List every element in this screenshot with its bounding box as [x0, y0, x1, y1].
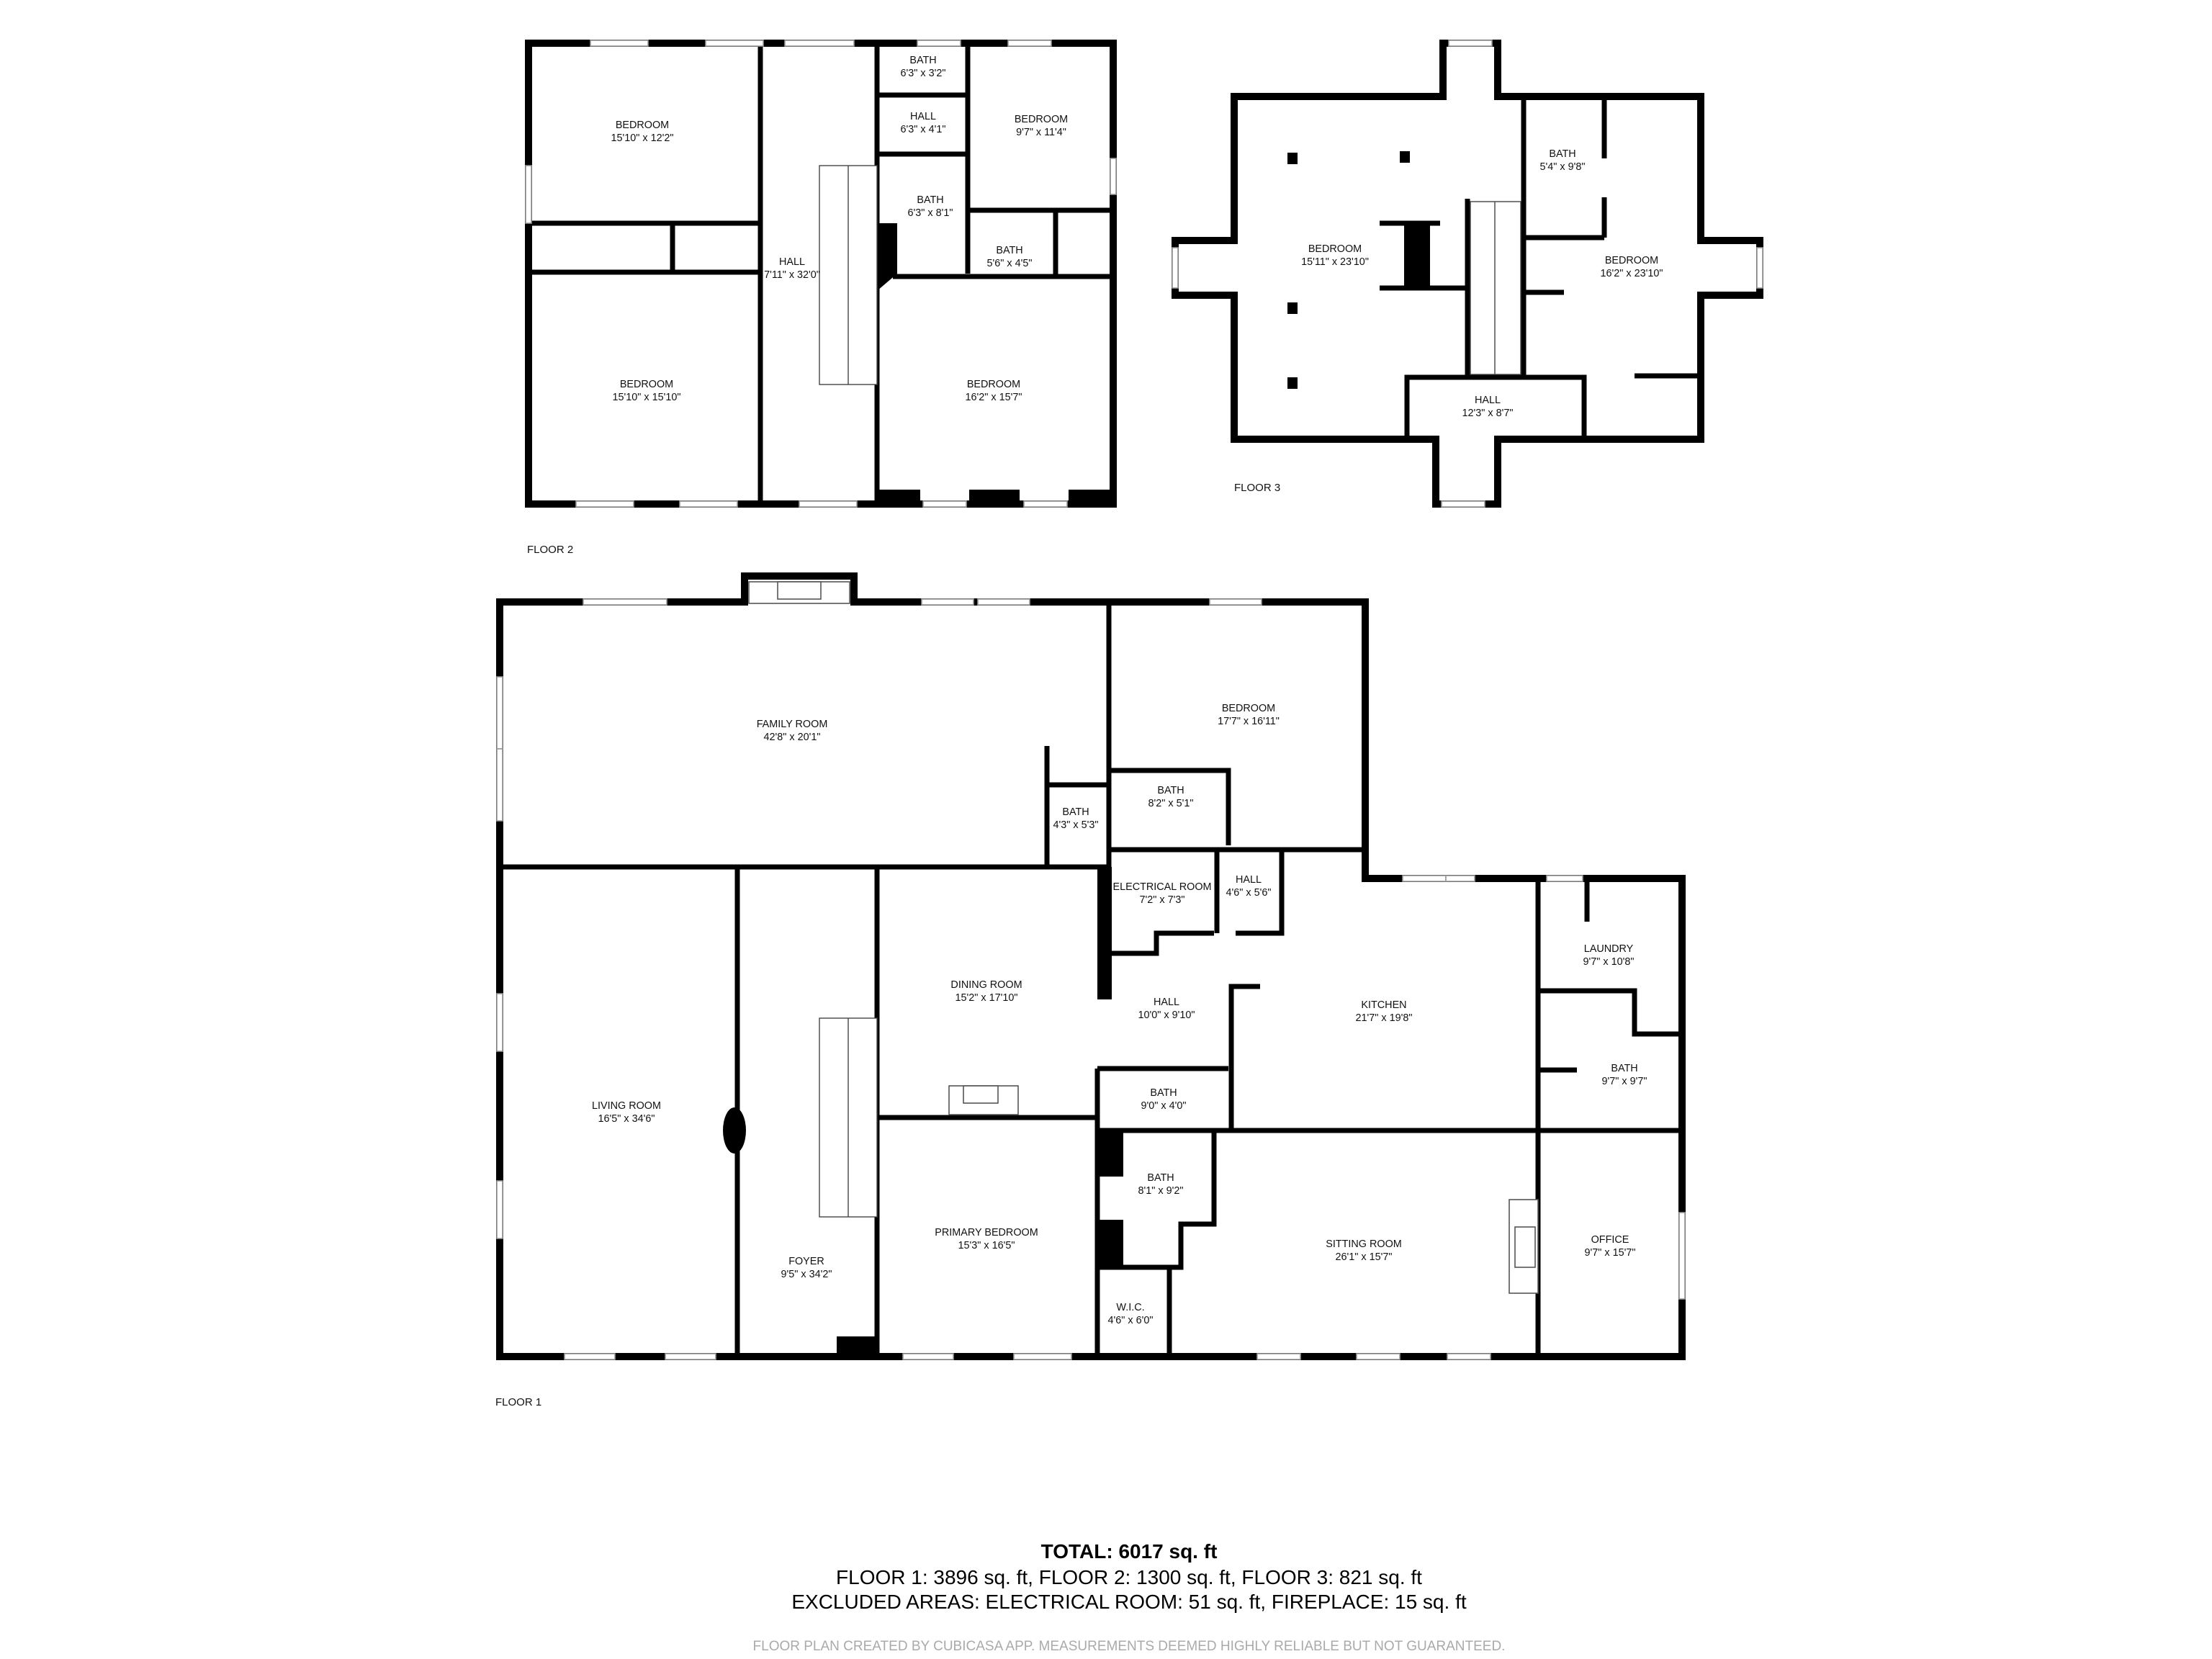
room-dims: 4'6" x 5'6"	[1226, 887, 1272, 899]
room-dims: 15'3" x 16'5"	[958, 1240, 1015, 1251]
room-label: BATH	[1157, 785, 1184, 796]
room-dims: 8'1" x 9'2"	[1138, 1185, 1184, 1197]
floor-areas: FLOOR 1: 3896 sq. ft, FLOOR 2: 1300 sq. …	[836, 1566, 1422, 1588]
floor-3-chimney	[1404, 223, 1430, 288]
floor-1-wall-mass	[1097, 867, 1112, 999]
room-label: KITCHEN	[1361, 999, 1406, 1011]
floor-2-stairs	[819, 165, 878, 385]
room-label: BATH	[1147, 1172, 1174, 1184]
room-label: BEDROOM	[967, 379, 1020, 390]
room-label: BATH	[1611, 1063, 1637, 1074]
room-dims: 16'2" x 15'7"	[966, 392, 1022, 403]
room-dims: 9'7" x 9'7"	[1602, 1076, 1647, 1087]
room-label: BATH	[1062, 806, 1089, 818]
excluded-areas: EXCLUDED AREAS: ELECTRICAL ROOM: 51 sq. …	[791, 1591, 1466, 1613]
room-label: FAMILY ROOM	[757, 719, 828, 730]
floor-1-interior-walls	[500, 602, 1682, 1357]
room-label: BEDROOM	[620, 379, 673, 390]
room-dims: 7'2" x 7'3"	[1140, 894, 1185, 906]
room-label: HALL	[779, 256, 805, 268]
room-dims: 42'8" x 20'1"	[764, 732, 821, 743]
room-label: BEDROOM	[1605, 255, 1658, 266]
room-dims: 15'2" x 17'10"	[956, 992, 1018, 1004]
floor-1-stairs	[819, 1017, 878, 1218]
room-dims: 6'3" x 4'1"	[901, 124, 946, 135]
room-label: HALL	[1236, 874, 1262, 886]
room-dims: 4'3" x 5'3"	[1053, 819, 1099, 831]
floor-2-interior-walls	[529, 43, 1113, 504]
room-label: HALL	[1154, 997, 1179, 1008]
room-dims: 16'2" x 23'10"	[1601, 268, 1663, 279]
room-dims: 8'2" x 5'1"	[1148, 798, 1194, 809]
floor-3-interior-walls	[1380, 96, 1701, 439]
total-area: TOTAL: 6017 sq. ft	[1041, 1540, 1218, 1563]
room-label: SITTING ROOM	[1326, 1238, 1402, 1250]
room-label: BATH	[909, 55, 936, 66]
room-label: BEDROOM	[1222, 703, 1275, 714]
disclaimer: FLOOR PLAN CREATED BY CUBICASA APP. MEAS…	[753, 1639, 1506, 1654]
room-dims: 9'0" x 4'0"	[1141, 1100, 1187, 1112]
room-label: FOYER	[788, 1256, 824, 1267]
room-label: W.I.C.	[1116, 1302, 1144, 1313]
room-dims: 26'1" x 15'7"	[1336, 1251, 1393, 1263]
room-label: BATH	[1150, 1087, 1177, 1099]
room-label: DINING ROOM	[950, 979, 1022, 991]
room-label: BEDROOM	[616, 120, 669, 131]
room-label: ELECTRICAL ROOM	[1113, 881, 1212, 893]
room-label: BEDROOM	[1015, 114, 1068, 125]
room-label: PRIMARY BEDROOM	[935, 1227, 1038, 1238]
room-label: BEDROOM	[1308, 243, 1362, 255]
room-dims: 15'10" x 15'10"	[613, 392, 681, 403]
room-dims: 9'7" x 15'7"	[1585, 1247, 1636, 1259]
room-dims: 7'11" x 32'0"	[764, 269, 820, 281]
room-dims: 15'10" x 12'2"	[611, 132, 674, 144]
room-dims: 16'5" x 34'6"	[598, 1113, 655, 1125]
room-dims: 5'4" x 9'8"	[1540, 161, 1586, 173]
floor-2-label: FLOOR 2	[527, 544, 573, 556]
room-dims: 21'7" x 19'8"	[1356, 1012, 1413, 1024]
room-label: LAUNDRY	[1584, 943, 1634, 955]
room-label: HALL	[910, 111, 936, 122]
room-dims: 9'7" x 10'8"	[1583, 956, 1635, 968]
room-dims: 6'3" x 8'1"	[908, 207, 953, 219]
floor-1-windows	[496, 598, 1686, 1360]
floor-3-stairs	[1470, 201, 1521, 375]
room-dims: 9'7" x 11'4"	[1016, 127, 1066, 138]
floor-1-plan: FAMILY ROOM 42'8" x 20'1" BEDROOM 17'7" …	[495, 572, 1686, 1408]
floor-3-windows	[1172, 40, 1763, 508]
floor-1-outer-wall	[496, 572, 1686, 1360]
room-label: BATH	[1549, 148, 1575, 160]
room-dims: 17'7" x 16'11"	[1218, 716, 1280, 727]
area-summary: TOTAL: 6017 sq. ft FLOOR 1: 3896 sq. ft,…	[753, 1540, 1506, 1654]
room-dims: 9'5" x 34'2"	[781, 1269, 832, 1280]
room-dims: 10'0" x 9'10"	[1138, 1010, 1195, 1021]
floor-3-outer-wall	[1172, 40, 1763, 508]
floor-2-windows	[525, 40, 1117, 508]
room-label: BATH	[996, 245, 1022, 256]
fireplaces	[748, 581, 1539, 1294]
floor-1-label: FLOOR 1	[495, 1396, 541, 1408]
floor-3-plan: BEDROOM 15'11" x 23'10" BATH 5'4" x 9'8"…	[1172, 40, 1763, 508]
room-dims: 6'3" x 3'2"	[901, 68, 946, 79]
floor-3-label: FLOOR 3	[1234, 482, 1280, 494]
room-label: BATH	[917, 194, 943, 206]
room-dims: 15'11" x 23'10"	[1301, 256, 1369, 268]
room-label: HALL	[1475, 395, 1501, 406]
room-dims: 5'6" x 4'5"	[987, 258, 1033, 269]
floor-2-plan: BEDROOM 15'10" x 12'2" BEDROOM 15'10" x …	[525, 40, 1117, 556]
room-dims: 4'6" x 6'0"	[1108, 1315, 1154, 1326]
room-label: LIVING ROOM	[592, 1100, 661, 1112]
room-label: OFFICE	[1591, 1234, 1629, 1246]
living-room-fireplace	[723, 1107, 746, 1154]
room-dims: 12'3" x 8'7"	[1462, 408, 1514, 419]
